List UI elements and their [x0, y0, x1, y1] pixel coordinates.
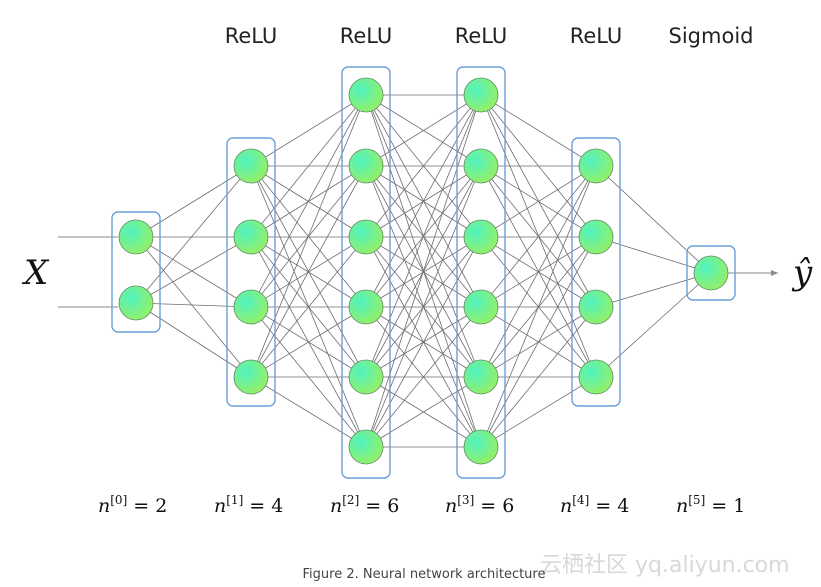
neuron-layer-2-node-5 [348, 429, 384, 465]
edge-l1-n3-to-n3 [250, 306, 367, 378]
neuron-layer-3-node-2 [463, 219, 499, 255]
neuron-layer-4-node-3 [578, 359, 614, 395]
edge-l1-n3-to-n5 [250, 376, 367, 448]
layer-size-label-1: n[1] = 4 [214, 493, 283, 517]
edge-l2-n5-to-n0 [365, 94, 482, 448]
neuron-layer-4-node-1 [578, 219, 614, 255]
neuron-layer-1-node-0 [233, 148, 269, 184]
layer-box-2 [341, 66, 391, 479]
output-label-y-hat: ŷ [791, 253, 813, 293]
edge-l2-n5-to-n1 [365, 165, 482, 448]
edge-l4-n1-to-n0 [595, 236, 712, 274]
edge-l0-n1-to-n1 [135, 236, 252, 304]
edge-l1-n3-to-n0 [250, 94, 367, 378]
input-label-x: X [21, 253, 50, 293]
edge-l3-n4-to-n0 [480, 165, 597, 378]
edge-l2-n4-to-n0 [365, 94, 482, 378]
layer-size-label-4: n[4] = 4 [560, 493, 629, 517]
edge-l2-n2-to-n0 [365, 94, 482, 238]
edge-l4-n0-to-n0 [595, 165, 712, 274]
neuron-layer-3-node-5 [463, 429, 499, 465]
layer-size-label-2: n[2] = 6 [330, 493, 399, 517]
edge-l2-n5-to-n4 [365, 376, 482, 448]
layer-size-label-0: n[0] = 2 [98, 493, 167, 517]
neuron-layer-3-node-0 [463, 77, 499, 113]
edge-l0-n0-to-n2 [135, 236, 252, 308]
edge-l3-n5-to-n2 [480, 306, 597, 448]
activation-label-layer-1: ReLU [225, 24, 278, 48]
edge-l0-n0-to-n3 [135, 236, 252, 378]
edge-l3-n5-to-n0 [480, 165, 597, 448]
edge-l0-n0-to-n0 [135, 165, 252, 238]
activation-label-layer-3: ReLU [455, 24, 508, 48]
edge-l3-n0-to-n0 [480, 94, 597, 167]
neuron-layer-0-node-1 [118, 285, 154, 321]
neuron-layer-2-node-2 [348, 219, 384, 255]
neuron-layer-5-node-0 [693, 255, 729, 291]
neuron-layer-1-node-2 [233, 289, 269, 325]
neuron-layer-3-node-3 [463, 289, 499, 325]
edge-l0-n1-to-n0 [135, 165, 252, 304]
neuron-layer-0-node-0 [118, 219, 154, 255]
neuron-layer-4-node-2 [578, 289, 614, 325]
layer-size-label-3: n[3] = 6 [445, 493, 514, 517]
neuron-layer-2-node-0 [348, 77, 384, 113]
layer-box-5 [686, 245, 736, 301]
edge-l3-n3-to-n0 [480, 165, 597, 308]
edge-l1-n0-to-n0 [250, 94, 367, 167]
figure-caption: Figure 2. Neural network architecture [303, 567, 546, 582]
activation-label-layer-5: Sigmoid [669, 24, 754, 48]
neuron-layer-3-node-1 [463, 148, 499, 184]
edge-l1-n3-to-n2 [250, 236, 367, 378]
edge-l2-n5-to-n3 [365, 306, 482, 448]
neuron-layer-1-node-3 [233, 359, 269, 395]
watermark-text: 云栖社区 yq.aliyun.com [540, 553, 790, 578]
activation-label-layer-4: ReLU [570, 24, 623, 48]
activation-label-layer-2: ReLU [340, 24, 393, 48]
edge-l1-n2-to-n0 [250, 94, 367, 308]
edge-l1-n3-to-n1 [250, 165, 367, 378]
edge-l3-n5-to-n3 [480, 376, 597, 448]
neuron-nodes [118, 77, 729, 465]
neuron-layer-2-node-4 [348, 359, 384, 395]
layer-size-label-5: n[5] = 1 [676, 493, 745, 517]
neuron-layer-2-node-3 [348, 289, 384, 325]
edge-l2-n1-to-n0 [365, 94, 482, 167]
layer-box-3 [456, 66, 506, 479]
neuron-layer-2-node-1 [348, 148, 384, 184]
edge-l3-n5-to-n1 [480, 236, 597, 448]
edge-l0-n1-to-n2 [135, 302, 252, 308]
layer-box-1 [226, 137, 276, 407]
edge-l4-n3-to-n0 [595, 272, 712, 378]
connection-edges [135, 94, 712, 448]
neuron-layer-1-node-1 [233, 219, 269, 255]
layer-box-0 [111, 211, 161, 333]
edge-l3-n0-to-n2 [480, 94, 597, 308]
neuron-layer-3-node-4 [463, 359, 499, 395]
neuron-layer-4-node-0 [578, 148, 614, 184]
edge-l2-n5-to-n2 [365, 236, 482, 448]
edge-l4-n2-to-n0 [595, 272, 712, 308]
edge-l3-n2-to-n0 [480, 165, 597, 238]
edge-l2-n3-to-n0 [365, 94, 482, 308]
edge-l1-n1-to-n0 [250, 94, 367, 238]
edge-l0-n1-to-n3 [135, 302, 252, 378]
layer-box-4 [571, 137, 621, 407]
